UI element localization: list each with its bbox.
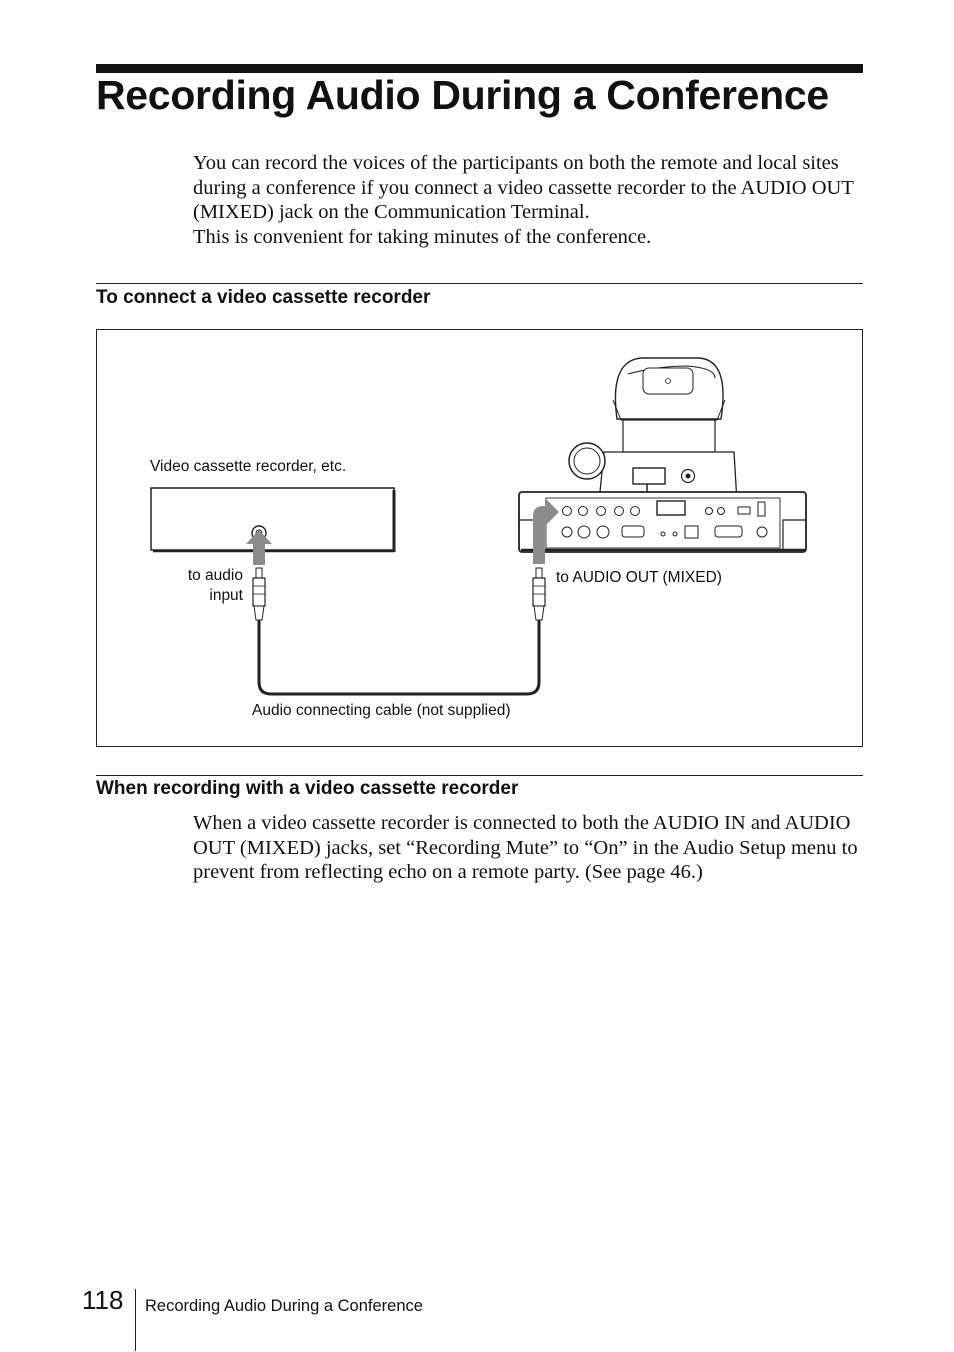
page-number: 118 <box>82 1285 124 1315</box>
vcr-label: Video cassette recorder, etc. <box>150 458 347 475</box>
cable-label: Audio connecting cable (not supplied) <box>252 702 511 719</box>
audio-out-label: to AUDIO OUT (MIXED) <box>556 569 722 586</box>
vcr-device <box>150 487 396 553</box>
camera-unit <box>568 357 738 503</box>
arrow-to-terminal <box>533 498 559 564</box>
audio-cable <box>257 620 541 696</box>
left-plug <box>252 567 266 621</box>
audio-input-label-line1: to audio <box>187 567 243 584</box>
connection-diagram-drawing <box>150 357 807 696</box>
title-rule <box>96 64 863 73</box>
communication-terminal <box>518 491 807 553</box>
audio-input-label-line2: input <box>209 587 243 604</box>
intro-text: You can record the voices of the partici… <box>193 151 873 250</box>
arrow-to-vcr <box>246 530 272 565</box>
right-plug <box>532 567 546 621</box>
intro-paragraph-2: This is convenient for taking minutes of… <box>193 226 652 249</box>
section-heading-recording: When recording with a video cassette rec… <box>96 778 519 799</box>
section-heading-connect: To connect a video cassette recorder <box>96 287 431 308</box>
recording-body-text: When a video cassette recorder is connec… <box>193 812 858 884</box>
page-title: Recording Audio During a Conference <box>96 72 829 118</box>
footer-section-name: Recording Audio During a Conference <box>145 1297 423 1315</box>
connection-diagram: Video cassette recorder, etc. to audio i… <box>96 329 863 747</box>
section-rule-2 <box>96 775 863 776</box>
footer-divider <box>135 1289 136 1351</box>
section-rule-1 <box>96 283 863 284</box>
intro-paragraph-1: You can record the voices of the partici… <box>193 152 854 224</box>
